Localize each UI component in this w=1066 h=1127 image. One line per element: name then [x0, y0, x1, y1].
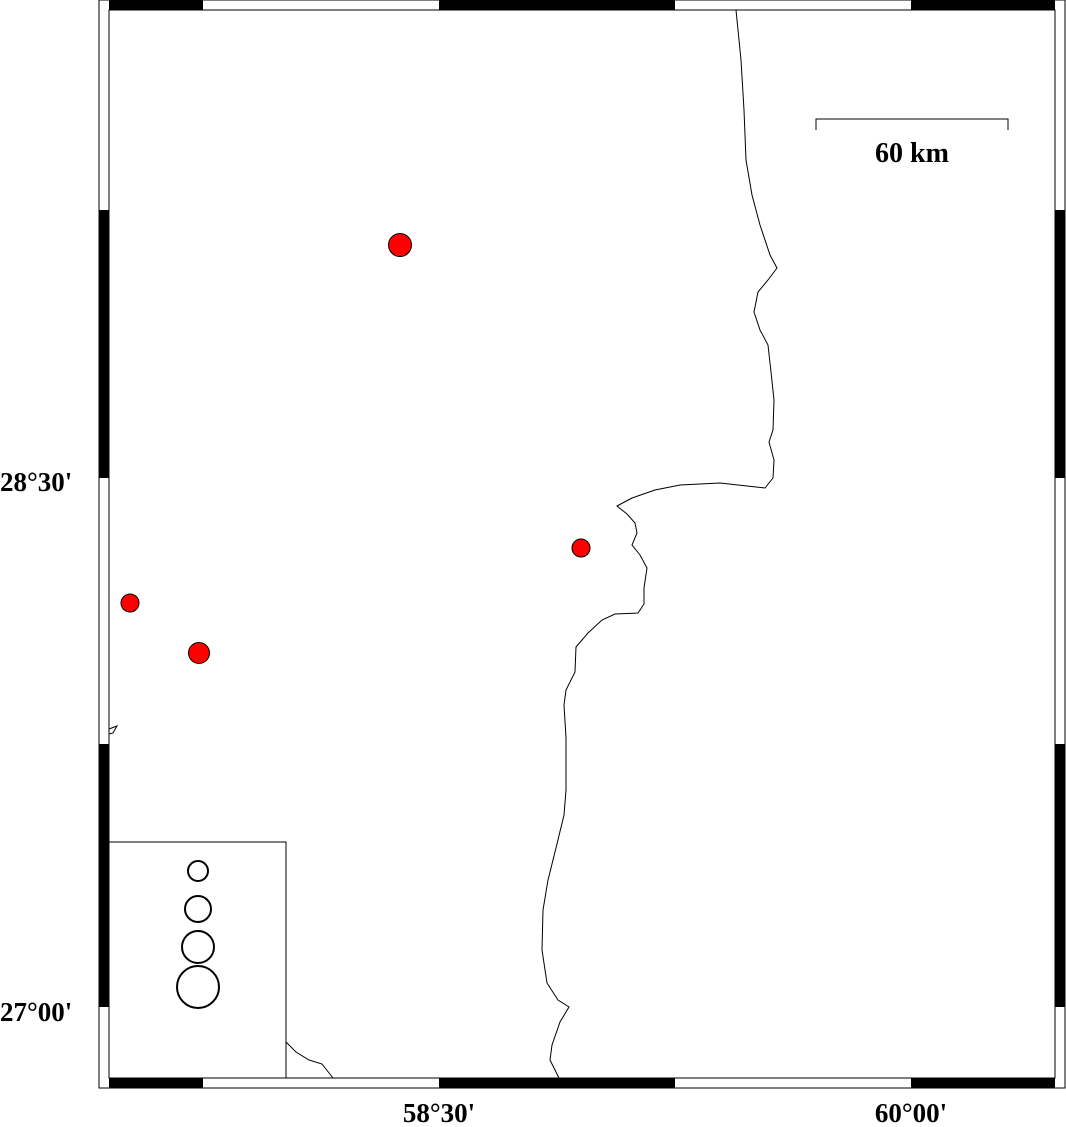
magnitude-legend — [108, 841, 287, 1079]
frame-ticks-top — [109, 0, 1055, 10]
event-marker[interactable] — [571, 538, 591, 558]
frame-ticks-right — [1055, 210, 1065, 1007]
lat-label-28-30: 28°30' — [0, 467, 72, 497]
lon-label-60-00: 60°00' — [875, 1098, 947, 1127]
frame-ticks-bottom — [109, 1078, 1055, 1088]
event-marker[interactable] — [120, 593, 140, 613]
scale-bar-label: 60 km — [875, 138, 949, 169]
scale-bar: 60 km — [815, 118, 1009, 169]
legend-symbol-medium — [181, 930, 215, 964]
border-line — [541, 9, 778, 1079]
lon-label-58-30: 58°30' — [403, 1098, 475, 1127]
coastline-bottom-fragment — [285, 1041, 334, 1079]
lat-label-27-00: 27°00' — [0, 997, 72, 1027]
legend-symbol-large — [176, 965, 220, 1009]
event-markers — [120, 233, 591, 664]
coastline-left-fragment — [108, 725, 119, 735]
event-marker[interactable] — [188, 642, 210, 664]
legend-symbol-smallest — [187, 860, 209, 882]
frame-ticks-left — [99, 210, 109, 1007]
legend-symbol-small — [184, 895, 212, 923]
legend-box — [108, 841, 287, 1079]
event-marker[interactable] — [388, 233, 412, 257]
